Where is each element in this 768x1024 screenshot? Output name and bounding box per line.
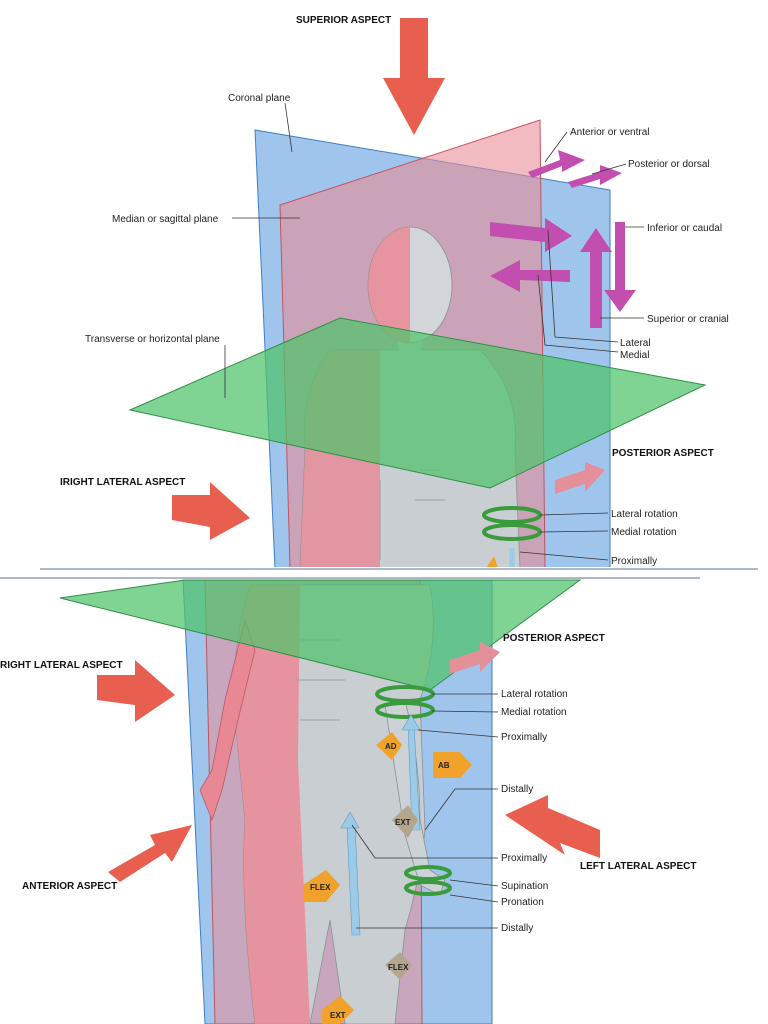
proximally-label-1: Proximally — [501, 732, 547, 743]
left-lateral-aspect-label: LEFT LATERAL ASPECT — [580, 861, 696, 872]
tag-ad: AD — [385, 742, 397, 751]
inferior-caudal-label: Inferior or caudal — [647, 223, 722, 234]
pronation-label: Pronation — [501, 897, 544, 908]
leader-lines-top — [224, 102, 644, 561]
posterior-aspect-label-bottom: POSTERIOR ASPECT — [503, 633, 605, 644]
posterior-aspect-label-top: POSTERIOR ASPECT — [612, 448, 714, 459]
coronal-plane-label: Coronal plane — [228, 93, 291, 104]
proximally-label-top: Proximally — [611, 556, 657, 567]
medial-rotation-label-bottom: Medial rotation — [501, 707, 567, 718]
anterior-aspect-label: ANTERIOR ASPECT — [22, 881, 117, 892]
tag-ab: AB — [438, 761, 450, 770]
posterior-arrow-top — [555, 462, 605, 494]
right-lateral-arrow-bottom — [97, 660, 175, 722]
superior-aspect-label: SUPERIOR ASPECT — [296, 15, 391, 26]
superior-cranial-label: Superior or cranial — [647, 314, 729, 325]
direction-arrows — [490, 150, 636, 328]
left-lateral-arrow — [505, 795, 600, 858]
tag-flex-1: FLEX — [310, 883, 331, 892]
tag-ext-1: EXT — [395, 818, 411, 827]
right-lateral-aspect-label-bottom: RIGHT LATERAL ASPECT — [0, 660, 123, 671]
tag-ext-2: EXT — [330, 1011, 346, 1020]
leader-lines-bottom — [351, 693, 499, 929]
transverse-plane — [128, 317, 707, 489]
distally-label-2: Distally — [501, 923, 533, 934]
top-panel: SUPERIOR ASPECT Coronal plane Median or … — [60, 15, 729, 569]
right-lateral-arrow-top — [172, 482, 250, 540]
medial-rotation-label-top: Medial rotation — [611, 527, 677, 538]
lateral-label: Lateral — [620, 338, 651, 349]
posterior-dorsal-label: Posterior or dorsal — [628, 159, 710, 170]
panel-divider-band — [0, 567, 768, 579]
movement-tags: AD AB EXT FLEX FLEX EXT — [303, 732, 472, 1024]
superior-arrow — [383, 18, 445, 135]
anterior-arrow — [108, 825, 192, 882]
posterior-arrow-bottom — [450, 642, 500, 674]
medial-label: Medial — [620, 350, 649, 361]
lateral-rotation-label-top: Lateral rotation — [611, 509, 678, 520]
proximally-label-2: Proximally — [501, 853, 547, 864]
right-lateral-aspect-label-top: IRIGHT LATERAL ASPECT — [60, 477, 185, 488]
tag-flex-2: FLEX — [388, 963, 409, 972]
distally-label-1: Distally — [501, 784, 533, 795]
lateral-rotation-label-bottom: Lateral rotation — [501, 689, 568, 700]
bottom-panel: AD AB EXT FLEX FLEX EXT RIGHT LATERAL AS… — [0, 579, 696, 1024]
supination-label: Supination — [501, 881, 548, 892]
median-plane-label: Median or sagittal plane — [112, 214, 219, 225]
transverse-plane-label: Transverse or horizontal plane — [85, 334, 220, 345]
anterior-ventral-label: Anterior or ventral — [570, 127, 649, 138]
proximal-distal-arrows — [340, 714, 421, 936]
